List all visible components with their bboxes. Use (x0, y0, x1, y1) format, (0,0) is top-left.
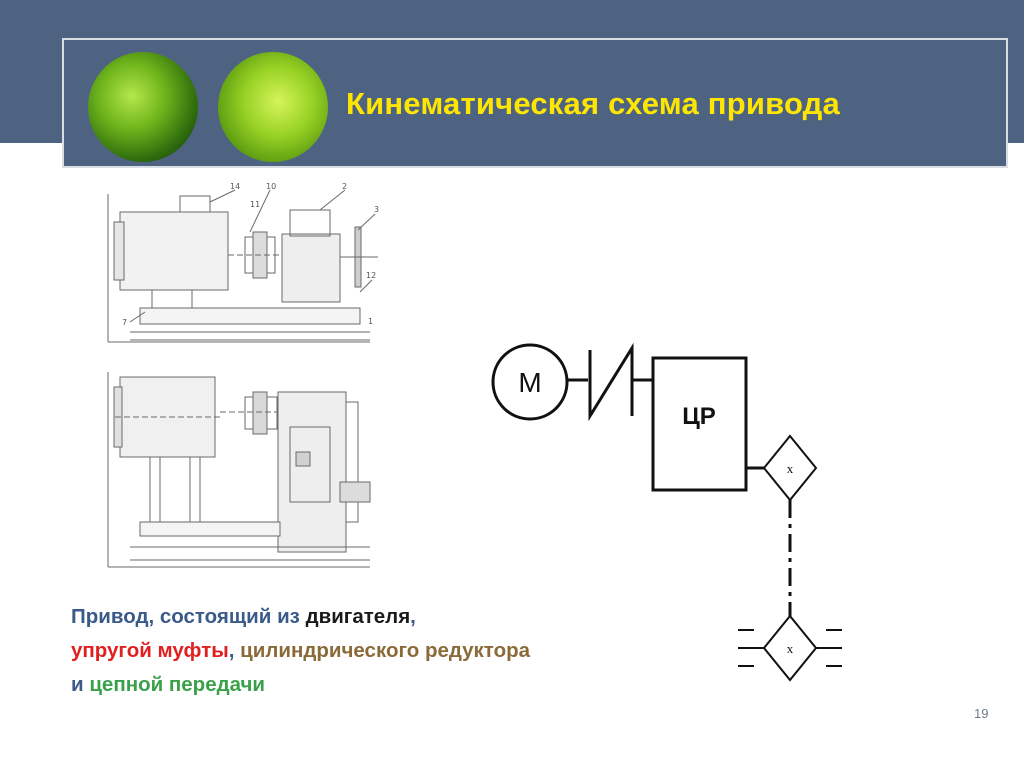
caption-intro: Привод, состоящий из (71, 605, 306, 628)
callout-1: 1 (368, 317, 373, 326)
caption-and: и (71, 673, 90, 696)
caption-comma: , (410, 605, 416, 628)
page-number: 19 (974, 706, 989, 721)
motor-label: М (518, 367, 541, 398)
caption-engine: двигателя (305, 605, 411, 628)
leaf-icon (218, 52, 328, 162)
callout-10: 10 (266, 182, 276, 191)
motor-symbol (491, 343, 569, 421)
reducer-label: ЦР (682, 403, 716, 430)
sprocket-bottom-label: x (787, 641, 794, 656)
caption-coupling: упругой муфты (71, 639, 229, 662)
callout-3: 3 (374, 205, 379, 214)
slide-title: Кинематическая схема привода (346, 86, 840, 121)
reducer-symbol (651, 356, 748, 492)
callout-12: 12 (366, 271, 376, 280)
callout-7: 7 (122, 318, 127, 327)
sprocket-bottom-symbol (762, 614, 818, 682)
elastic-coupling-symbol (588, 342, 634, 422)
sprocket-top-label: x (787, 461, 794, 476)
callout-11: 11 (250, 200, 260, 209)
caption-chain: цепной передачи (89, 673, 266, 696)
drive-assembly-drawing: 14 10 2 3 11 12 1 7 (107, 182, 379, 568)
caption-text: Привод, состоящий из двигателя, упругой … (71, 600, 541, 702)
callout-14: 14 (230, 182, 240, 191)
kinematic-scheme: М ЦР x x (491, 342, 842, 682)
leaf-icon (88, 52, 198, 162)
caption-comma: , (228, 639, 241, 662)
caption-gear: цилиндрического редуктора (240, 639, 531, 662)
callout-2: 2 (342, 182, 347, 191)
